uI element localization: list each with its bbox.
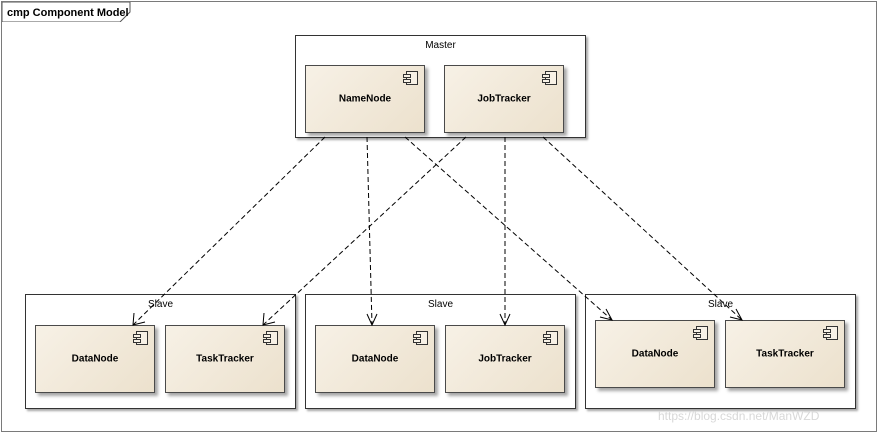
- component-label: DataNode: [351, 353, 399, 365]
- frame-title-tab: cmp Component Model: [2, 2, 131, 22]
- component-icon: [693, 326, 708, 340]
- component-icon: [413, 331, 428, 345]
- component-icon: [823, 326, 838, 340]
- component-icon: [403, 71, 418, 85]
- slave-package-label: Slave: [707, 299, 733, 310]
- component-label: JobTracker: [478, 353, 532, 365]
- frame-title: cmp Component Model: [7, 7, 129, 19]
- component-icon: [263, 331, 278, 345]
- datanode-component-3[interactable]: DataNode: [595, 320, 715, 388]
- namenode-component[interactable]: NameNode: [305, 65, 425, 133]
- component-icon: [542, 71, 557, 85]
- component-label: DataNode: [71, 353, 119, 365]
- component-icon: [133, 331, 148, 345]
- jobtracker-component-2[interactable]: JobTracker: [445, 325, 565, 393]
- component-label: NameNode: [338, 93, 392, 105]
- slave-package-label: Slave: [427, 299, 453, 310]
- watermark-text: https://blog.csdn.net/ManWZD: [658, 409, 820, 423]
- datanode-component-1[interactable]: DataNode: [35, 325, 155, 393]
- tasktracker-component-3[interactable]: TaskTracker: [725, 320, 845, 388]
- component-label: JobTracker: [477, 93, 531, 105]
- component-label: TaskTracker: [196, 353, 254, 365]
- master-package-label: Master: [425, 40, 456, 51]
- component-icon: [543, 331, 558, 345]
- component-label: TaskTracker: [756, 348, 814, 360]
- jobtracker-component[interactable]: JobTracker: [444, 65, 564, 133]
- component-label: DataNode: [631, 348, 679, 360]
- slave-package-label: Slave: [147, 299, 173, 310]
- tasktracker-component-1[interactable]: TaskTracker: [165, 325, 285, 393]
- datanode-component-2[interactable]: DataNode: [315, 325, 435, 393]
